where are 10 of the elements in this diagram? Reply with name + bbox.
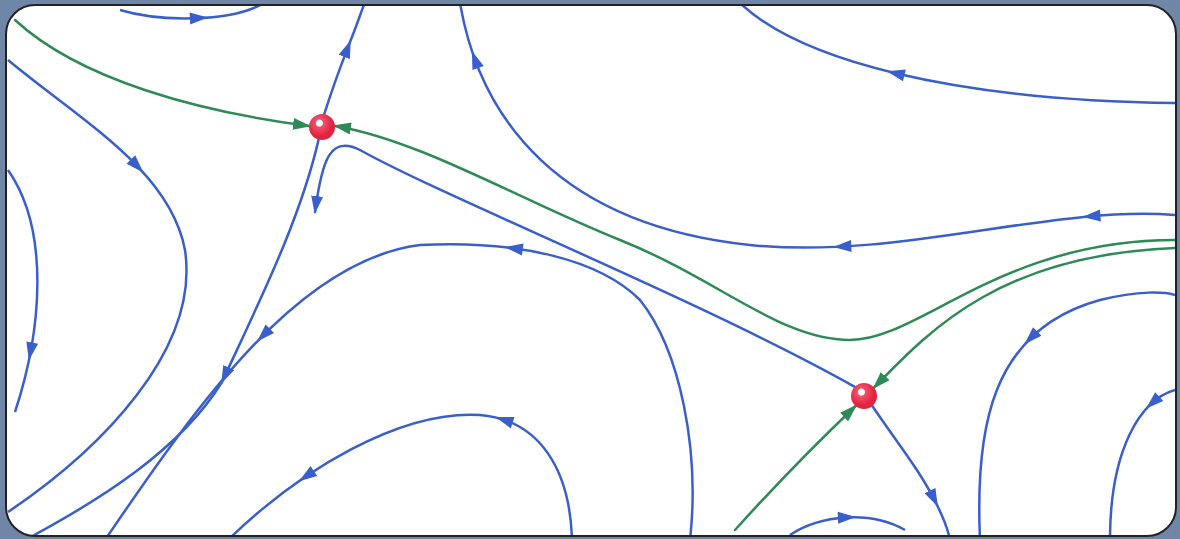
trajectory-arrow [323,40,352,116]
trajectory-arrow [13,18,311,130]
saddle-point-dot [309,114,335,140]
trajectory-arrow [220,138,320,384]
trajectory-arrow [871,404,939,507]
trajectory-arrow [733,404,858,532]
trajectory-arrow [333,123,1175,342]
saddle-point-dot [851,383,877,409]
trajectory-arrow [311,144,857,389]
trajectory-arrow [872,246,1175,390]
